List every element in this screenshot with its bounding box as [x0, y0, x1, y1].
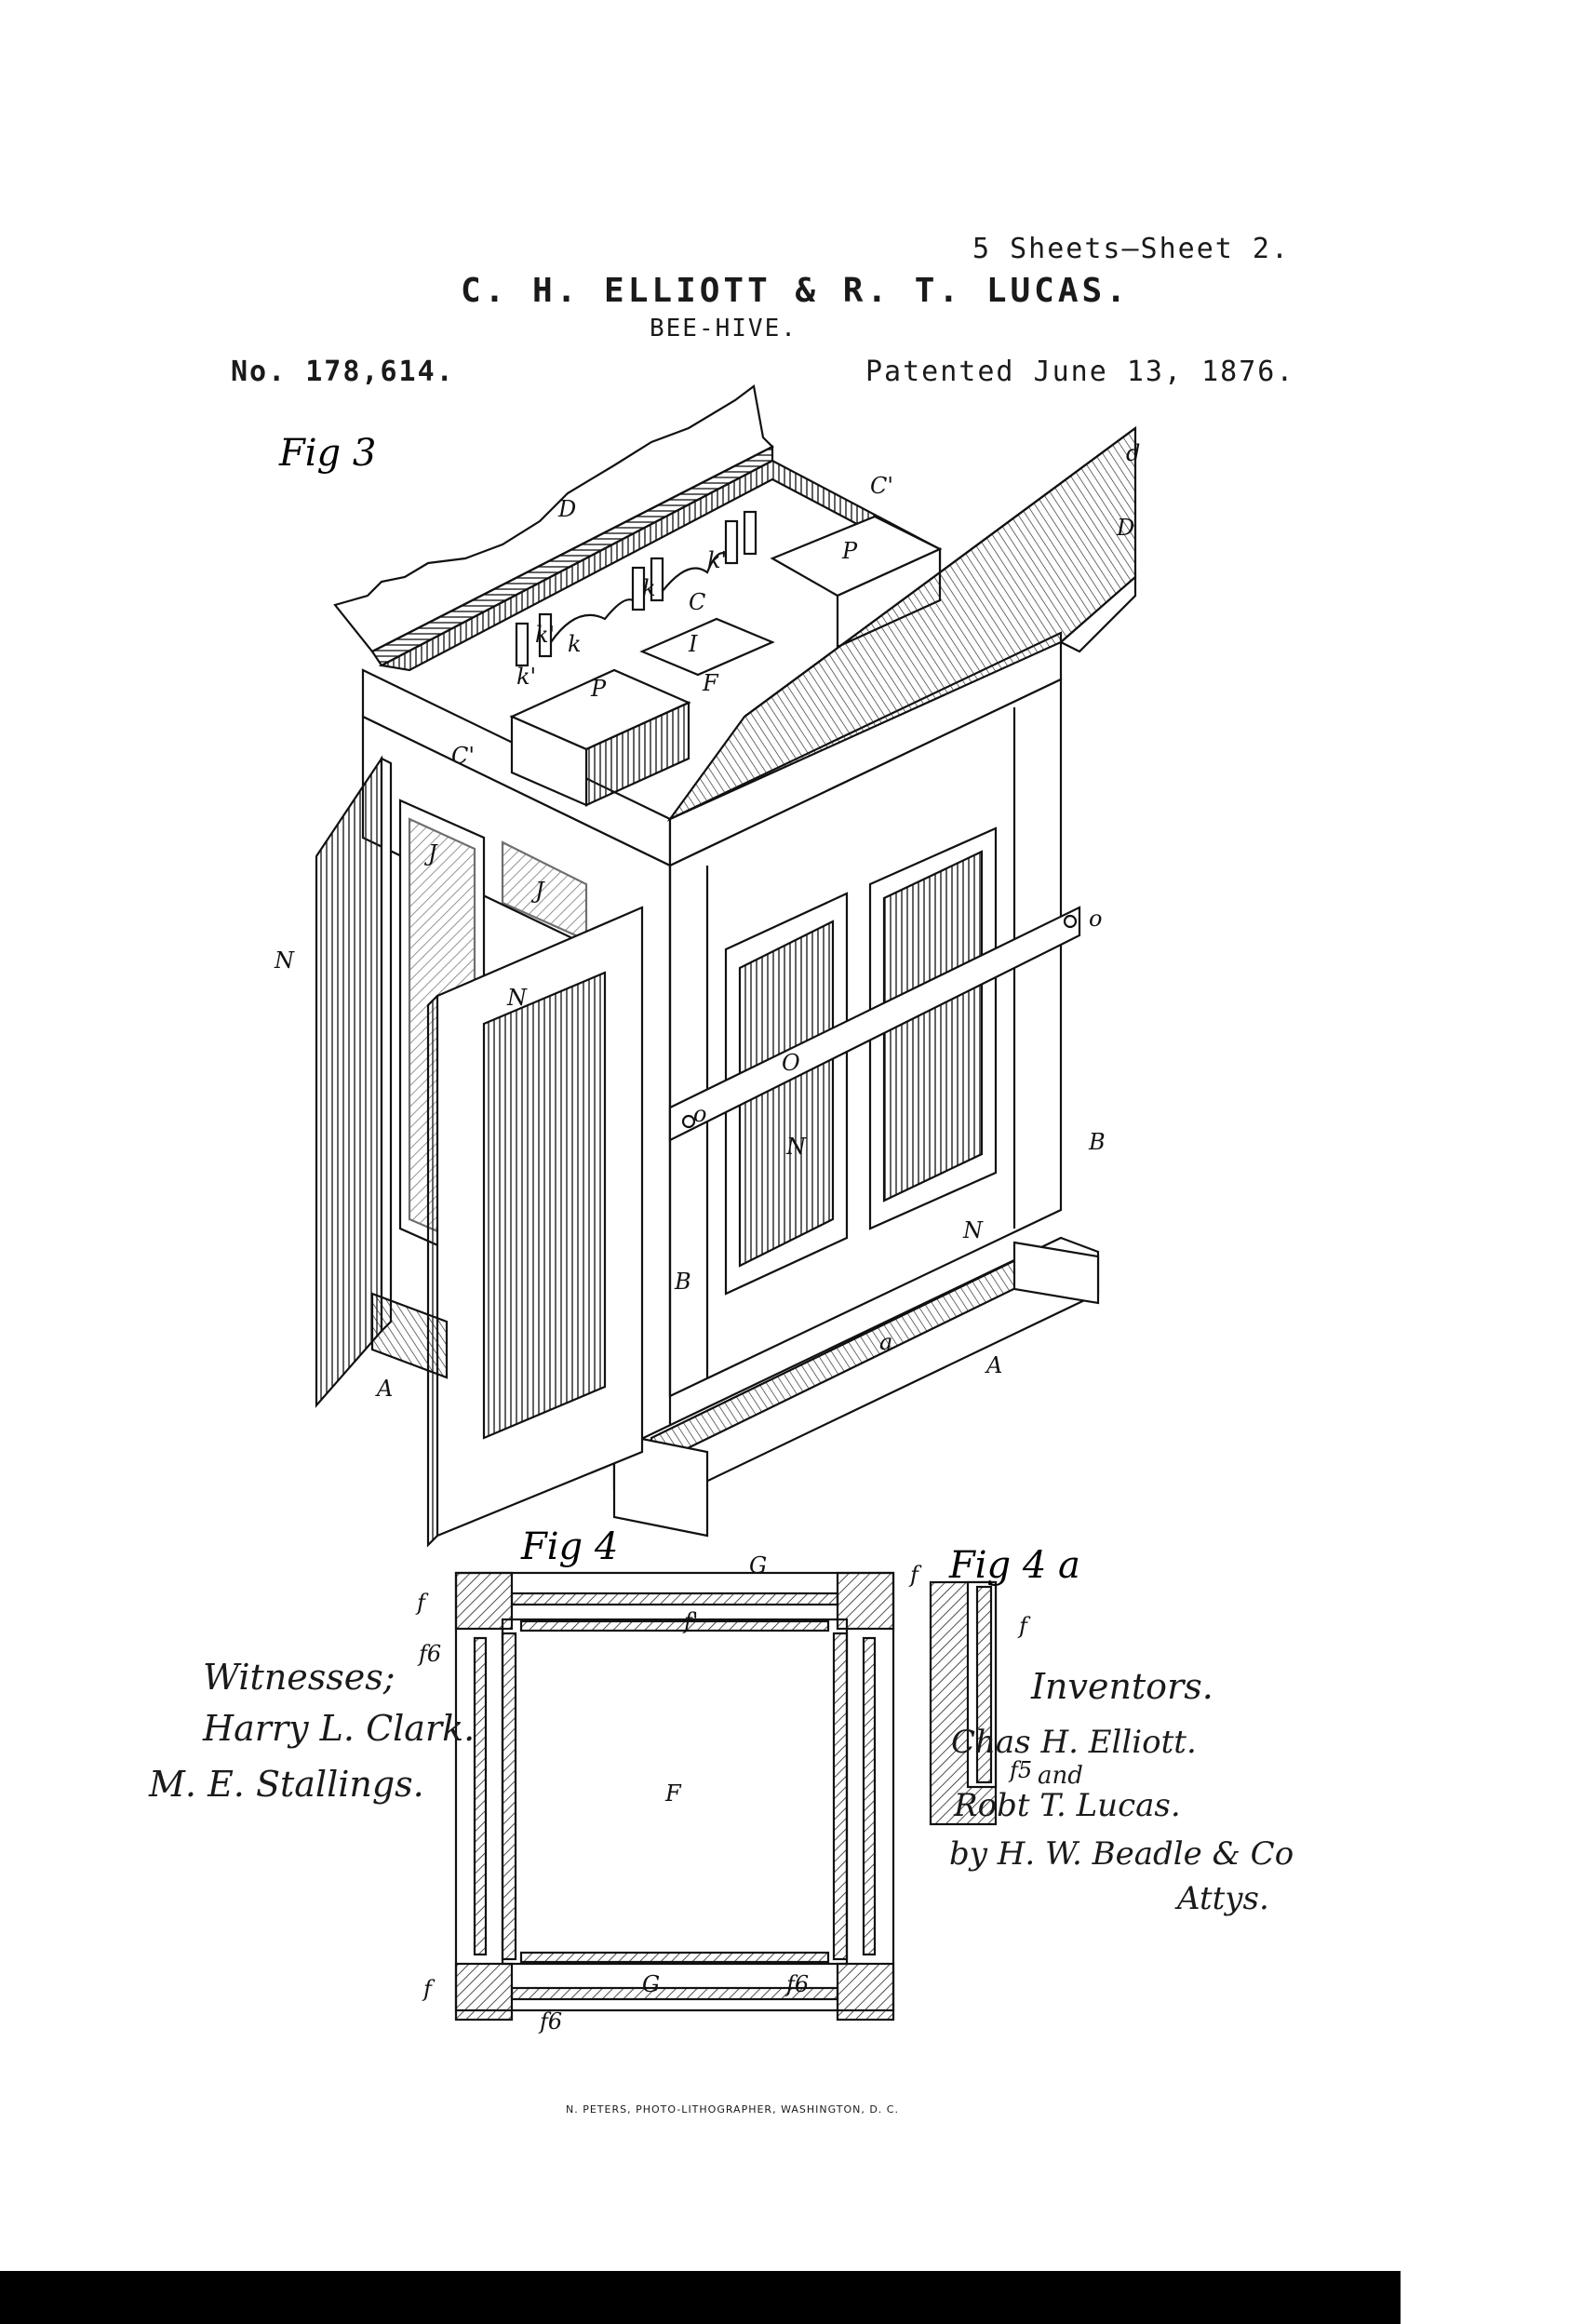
sheet-number: 5 Sheets—Sheet 2. [972, 233, 1291, 265]
ref-N-3: N [785, 1134, 807, 1160]
ref-o-2: o [693, 1101, 706, 1127]
ref-o-1: o [1089, 906, 1102, 932]
ref-O: O [782, 1050, 800, 1076]
fig4-caption: Fig 4 [520, 1525, 618, 1568]
patent-date: Patented June 13, 1876. [865, 356, 1295, 388]
witnesses-heading: Witnesses; [203, 1657, 396, 1698]
ref-k-prime-1: k' [707, 547, 727, 573]
inventor-names-title: C. H. ELLIOTT & R. T. LUCAS. [461, 272, 1130, 310]
attorneys-label: Attys. [1177, 1880, 1269, 1917]
ref-f6-2: f6 [538, 2008, 562, 2035]
ref-a: a [879, 1329, 892, 1355]
ref-f-prime: f' [682, 1608, 698, 1634]
ref-F-2: F [664, 1780, 682, 1807]
ref-G-1: G [749, 1552, 767, 1578]
ref-P-1: P [841, 538, 858, 564]
ref-P-2: P [590, 676, 607, 702]
inventor-signature-1: Chas H. Elliott. [951, 1724, 1197, 1761]
ref-f5: f5 [1008, 1757, 1032, 1783]
ref-k-prime-2: k' [535, 622, 555, 648]
fig3-left-lid [333, 384, 774, 667]
scan-edge-bar [0, 2271, 1401, 2324]
witness-signature-2: M. E. Stallings. [149, 1764, 424, 1805]
ref-C-prime-2: C' [451, 743, 475, 769]
fig4a-detail [929, 1580, 998, 1826]
ref-F-1: F [702, 670, 719, 696]
ref-f6-3: f6 [784, 1971, 809, 1997]
ref-d: d [1126, 440, 1140, 466]
patent-number: No. 178,614. [231, 356, 455, 388]
ref-f6-1: f6 [417, 1641, 441, 1667]
ref-I: I [688, 631, 698, 657]
attorney-signature: by H. W. Beadle & Co [949, 1835, 1294, 1873]
printer-credit: N. PETERS, PHOTO-LITHOGRAPHER, WASHINGTO… [566, 2103, 899, 2116]
ref-f-2: f [908, 1562, 922, 1588]
ref-k-1: k [642, 575, 656, 601]
inventors-heading: Inventors. [1031, 1666, 1213, 1707]
inventor-signature-2: Robt T. Lucas. [954, 1787, 1181, 1824]
fig3-caption: Fig 3 [278, 432, 376, 475]
inventor-and: and [1038, 1762, 1083, 1790]
ref-N-1: N [274, 947, 295, 974]
fig4-cross-section [454, 1571, 895, 2022]
ref-k-2: k [568, 631, 582, 657]
ref-A-1: A [985, 1352, 1002, 1378]
ref-B-1: B [1088, 1129, 1106, 1155]
patent-subject: BEE-HIVE. [650, 315, 798, 343]
ref-f-1: f [415, 1590, 429, 1616]
ref-G-2: G [642, 1971, 660, 1997]
ref-C-prime-1: C' [870, 473, 893, 499]
witness-signature-1: Harry L. Clark. [203, 1708, 476, 1749]
ref-B-2: B [674, 1269, 691, 1295]
ref-D-1: D [557, 496, 576, 522]
ref-f-3: f [1017, 1613, 1031, 1639]
ref-D-2: D [1116, 515, 1134, 541]
ref-k-prime-3: k' [516, 664, 536, 690]
fig4a-caption: Fig 4 a [948, 1544, 1080, 1587]
ref-A-2: A [375, 1376, 393, 1402]
ref-N-4: N [962, 1217, 984, 1243]
ref-N-2: N [506, 985, 528, 1011]
ref-C: C [689, 589, 705, 615]
ref-f-4: f [422, 1976, 436, 2002]
